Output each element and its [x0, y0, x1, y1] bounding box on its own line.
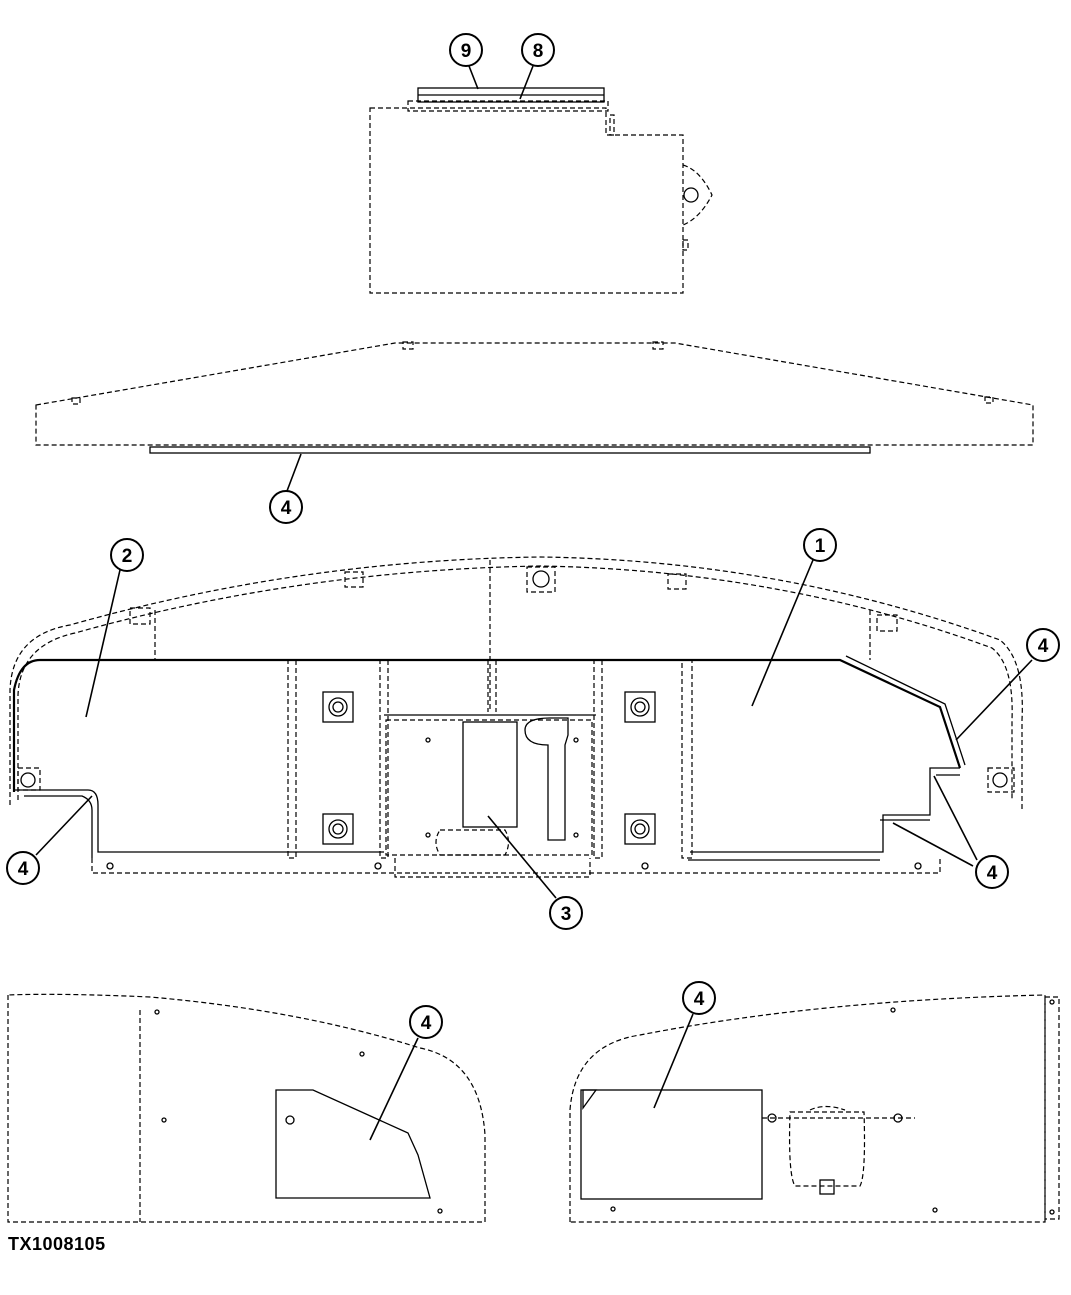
callout-balloon-4-front: 4	[269, 490, 303, 524]
plan-view	[9, 556, 1023, 878]
mount-bracket	[322, 691, 656, 845]
callout-balloon-3: 3	[549, 896, 583, 930]
left-side-panel-view	[7, 993, 486, 1223]
callout-balloon-4-plan-lower-right: 4	[975, 855, 1009, 889]
callout-label: 4	[987, 863, 998, 884]
callout-label: 4	[18, 859, 29, 880]
front-elevation-view	[35, 341, 1034, 454]
right-side-panel-view	[569, 994, 1060, 1223]
leader-lines	[35, 65, 1033, 1141]
callout-label: 1	[815, 536, 826, 557]
callout-balloon-4-side-right: 4	[682, 981, 716, 1015]
callout-label: 4	[1038, 636, 1049, 657]
callout-balloon-9: 9	[449, 33, 483, 67]
callout-label: 4	[281, 498, 292, 519]
figure-id-label: TX1008105	[8, 1234, 106, 1254]
callout-balloon-4-plan-right: 4	[1026, 628, 1060, 662]
callout-label: 9	[461, 41, 472, 62]
top-unit-view	[369, 87, 713, 294]
callout-label: 8	[533, 41, 544, 62]
callout-balloon-8: 8	[521, 33, 555, 67]
callout-label: 4	[421, 1013, 432, 1034]
callout-label: 3	[561, 904, 572, 925]
callout-balloon-2: 2	[110, 538, 144, 572]
callout-label: 4	[694, 989, 705, 1010]
callout-balloon-4-side-left: 4	[409, 1005, 443, 1039]
callout-label: 2	[122, 546, 133, 567]
callout-balloon-4-plan-left: 4	[6, 851, 40, 885]
callout-balloon-1: 1	[803, 528, 837, 562]
